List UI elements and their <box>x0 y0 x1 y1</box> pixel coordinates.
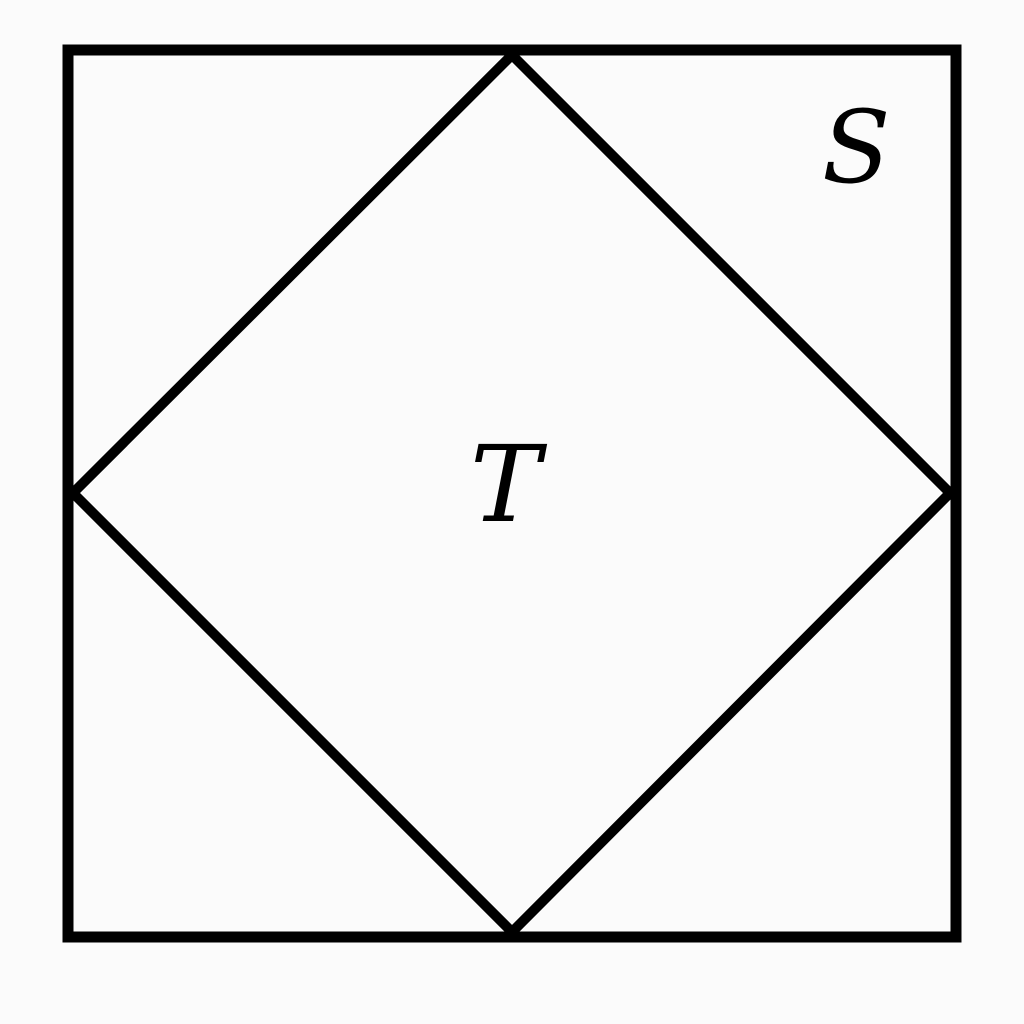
label-t: T <box>470 423 541 546</box>
inner-square-t <box>65 47 958 940</box>
outer-square-s <box>62 44 962 943</box>
label-s: S <box>822 89 891 206</box>
